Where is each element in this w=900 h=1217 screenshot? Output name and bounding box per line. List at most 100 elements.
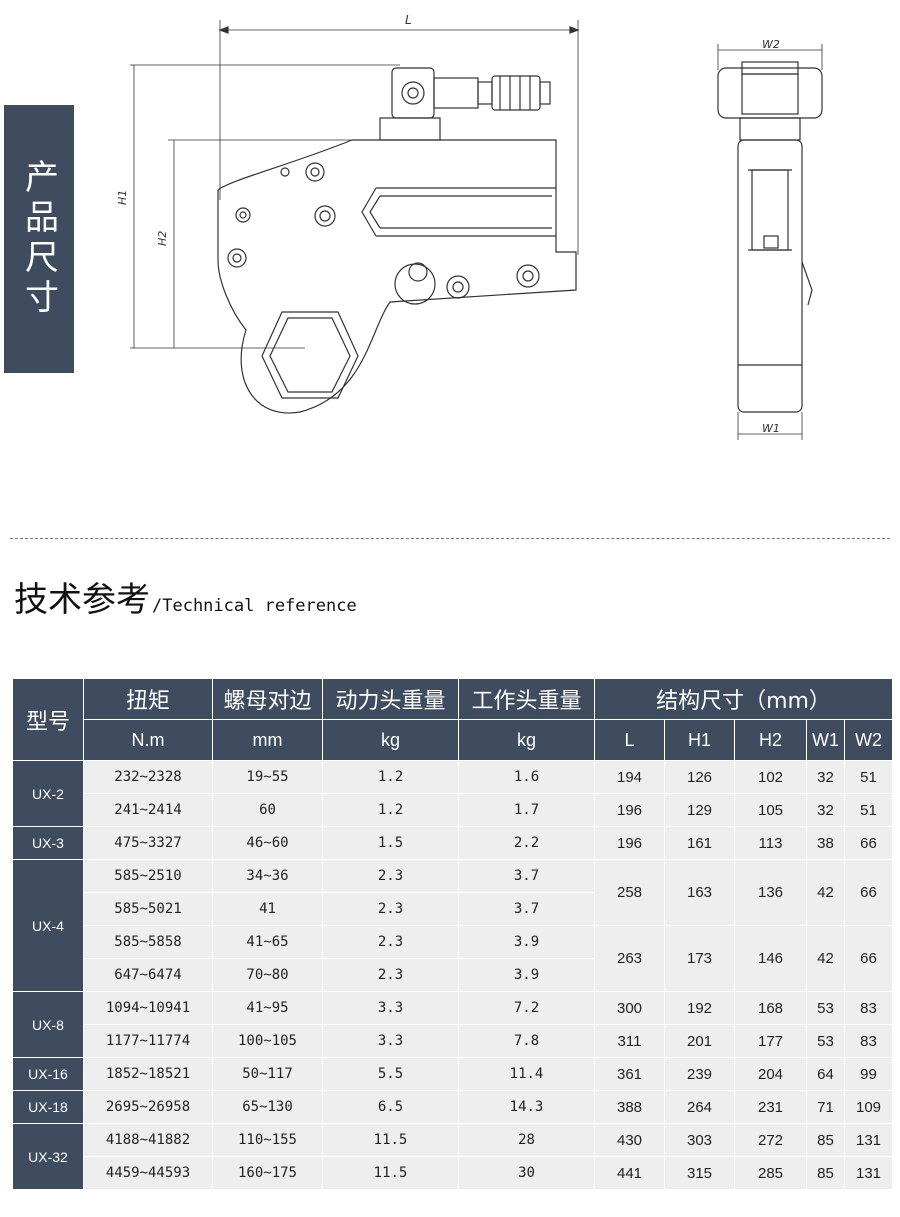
L-cell: 263 xyxy=(594,925,665,992)
power-weight-cell: 1.5 xyxy=(322,826,459,860)
power-weight-cell: 3.3 xyxy=(322,1024,459,1058)
side-tab-label: 产品尺寸 xyxy=(18,159,59,319)
table-row: UX-8 1094~10941 41~95 3.3 7.2 300 192 16… xyxy=(12,991,894,1058)
label-W2: W2 xyxy=(762,38,780,51)
L-cell: 430 xyxy=(594,1123,665,1157)
torque-cell: 585~5858 xyxy=(83,925,213,959)
model-cell: UX-32 xyxy=(12,1123,84,1190)
work-weight-cell: 28 xyxy=(458,1123,595,1157)
W1-cell: 32 xyxy=(806,793,845,827)
nut-cell: 70~80 xyxy=(212,958,323,992)
unit-nut: mm xyxy=(212,719,323,761)
power-weight-cell: 1.2 xyxy=(322,760,459,794)
col-H1: H1 xyxy=(664,719,735,761)
nut-cell: 34~36 xyxy=(212,859,323,893)
H1-cell: 126 xyxy=(664,760,735,794)
L-cell: 194 xyxy=(594,760,665,794)
H2-cell: 113 xyxy=(734,826,807,860)
table-row: 1177~11774 100~105 3.3 7.8 311 201 177 5… xyxy=(13,1024,894,1058)
section-divider xyxy=(10,538,890,539)
work-weight-cell: 3.9 xyxy=(458,958,595,992)
W2-cell: 99 xyxy=(843,1057,894,1091)
H1-cell: 161 xyxy=(664,826,735,860)
section-title-en: /Technical reference xyxy=(152,596,357,616)
L-cell: 196 xyxy=(594,826,665,860)
L-cell: 258 xyxy=(594,859,665,926)
nut-cell: 60 xyxy=(212,793,323,827)
torque-cell: 241~2414 xyxy=(83,793,213,827)
model-cell: UX-8 xyxy=(12,991,84,1058)
label-L: L xyxy=(405,13,412,27)
W1-cell: 85 xyxy=(806,1123,845,1157)
H2-cell: 177 xyxy=(734,1024,807,1058)
work-weight-cell: 7.2 xyxy=(458,991,595,1025)
torque-cell: 4188~41882 xyxy=(83,1123,213,1157)
header-power-head-weight: 动力头重量 xyxy=(322,678,459,720)
H2-cell: 231 xyxy=(734,1090,807,1124)
H2-cell: 285 xyxy=(734,1156,807,1190)
table-row: UX-3 475~3327 46~60 1.5 2.2 196 161 113 … xyxy=(12,826,894,860)
model-cell: UX-3 xyxy=(12,826,84,860)
table-row: 4459~44593 160~175 11.5 30 441 315 285 8… xyxy=(13,1156,894,1190)
torque-cell: 647~6474 xyxy=(83,958,213,992)
H1-cell: 173 xyxy=(664,925,735,992)
label-H1: H1 xyxy=(116,190,129,205)
torque-cell: 2695~26958 xyxy=(83,1090,213,1124)
H1-cell: 163 xyxy=(664,859,735,926)
W2-cell: 66 xyxy=(843,859,894,926)
table-row: UX-16 1852~18521 50~117 5.5 11.4 361 239… xyxy=(12,1057,894,1091)
table-row: 647~6474 70~80 2.3 3.9 xyxy=(13,958,893,992)
H1-cell: 264 xyxy=(664,1090,735,1124)
nut-cell: 160~175 xyxy=(212,1156,323,1190)
H1-cell: 239 xyxy=(664,1057,735,1091)
W1-cell: 38 xyxy=(806,826,845,860)
H1-cell: 201 xyxy=(664,1024,735,1058)
W2-cell: 131 xyxy=(843,1123,894,1157)
W1-cell: 53 xyxy=(806,991,845,1025)
section-heading: 技术参考 /Technical reference xyxy=(14,572,357,621)
L-cell: 388 xyxy=(594,1090,665,1124)
nut-cell: 41~65 xyxy=(212,925,323,959)
torque-cell: 475~3327 xyxy=(83,826,213,860)
torque-cell: 232~2328 xyxy=(83,760,213,794)
W2-cell: 83 xyxy=(843,1024,894,1058)
W2-cell: 66 xyxy=(843,826,894,860)
H1-cell: 192 xyxy=(664,991,735,1025)
table-row: UX-18 2695~26958 65~130 6.5 14.3 388 264… xyxy=(12,1090,894,1124)
W1-cell: 53 xyxy=(806,1024,845,1058)
nut-cell: 41 xyxy=(212,892,323,926)
power-weight-cell: 1.2 xyxy=(322,793,459,827)
nut-cell: 50~117 xyxy=(212,1057,323,1091)
technical-drawing: L H1 H2 W2 W1 xyxy=(116,13,823,440)
work-weight-cell: 3.7 xyxy=(458,892,595,926)
model-cell: UX-4 xyxy=(12,859,84,992)
H2-cell: 146 xyxy=(734,925,807,992)
torque-cell: 585~2510 xyxy=(83,859,213,893)
torque-cell: 1177~11774 xyxy=(83,1024,213,1058)
power-weight-cell: 5.5 xyxy=(322,1057,459,1091)
torque-cell: 1094~10941 xyxy=(83,991,213,1025)
nut-cell: 46~60 xyxy=(212,826,323,860)
W2-cell: 131 xyxy=(843,1156,894,1190)
L-cell: 441 xyxy=(594,1156,665,1190)
W2-cell: 83 xyxy=(843,991,894,1025)
work-weight-cell: 7.8 xyxy=(458,1024,595,1058)
W2-cell: 66 xyxy=(843,925,894,992)
col-W1: W1 xyxy=(806,719,845,761)
product-dimensions-tab: 产品尺寸 xyxy=(4,105,74,373)
H2-cell: 136 xyxy=(734,859,807,926)
model-cell: UX-2 xyxy=(12,760,84,827)
power-weight-cell: 2.3 xyxy=(322,892,459,926)
table-row: 585~5858 41~65 2.3 3.9 263 173 146 42 66 xyxy=(13,925,894,992)
work-weight-cell: 1.7 xyxy=(458,793,595,827)
H1-cell: 129 xyxy=(664,793,735,827)
header-dimensions: 结构尺寸（mm） xyxy=(593,678,894,720)
model-cell: UX-18 xyxy=(12,1090,84,1124)
table-row: UX-2 232~2328 19~55 1.2 1.6 194 126 102 … xyxy=(12,760,894,827)
col-W2: W2 xyxy=(843,719,894,761)
work-weight-cell: 1.6 xyxy=(458,760,595,794)
model-cell: UX-16 xyxy=(12,1057,84,1091)
W1-cell: 42 xyxy=(806,925,845,992)
power-weight-cell: 11.5 xyxy=(322,1156,459,1190)
W2-cell: 109 xyxy=(843,1090,894,1124)
